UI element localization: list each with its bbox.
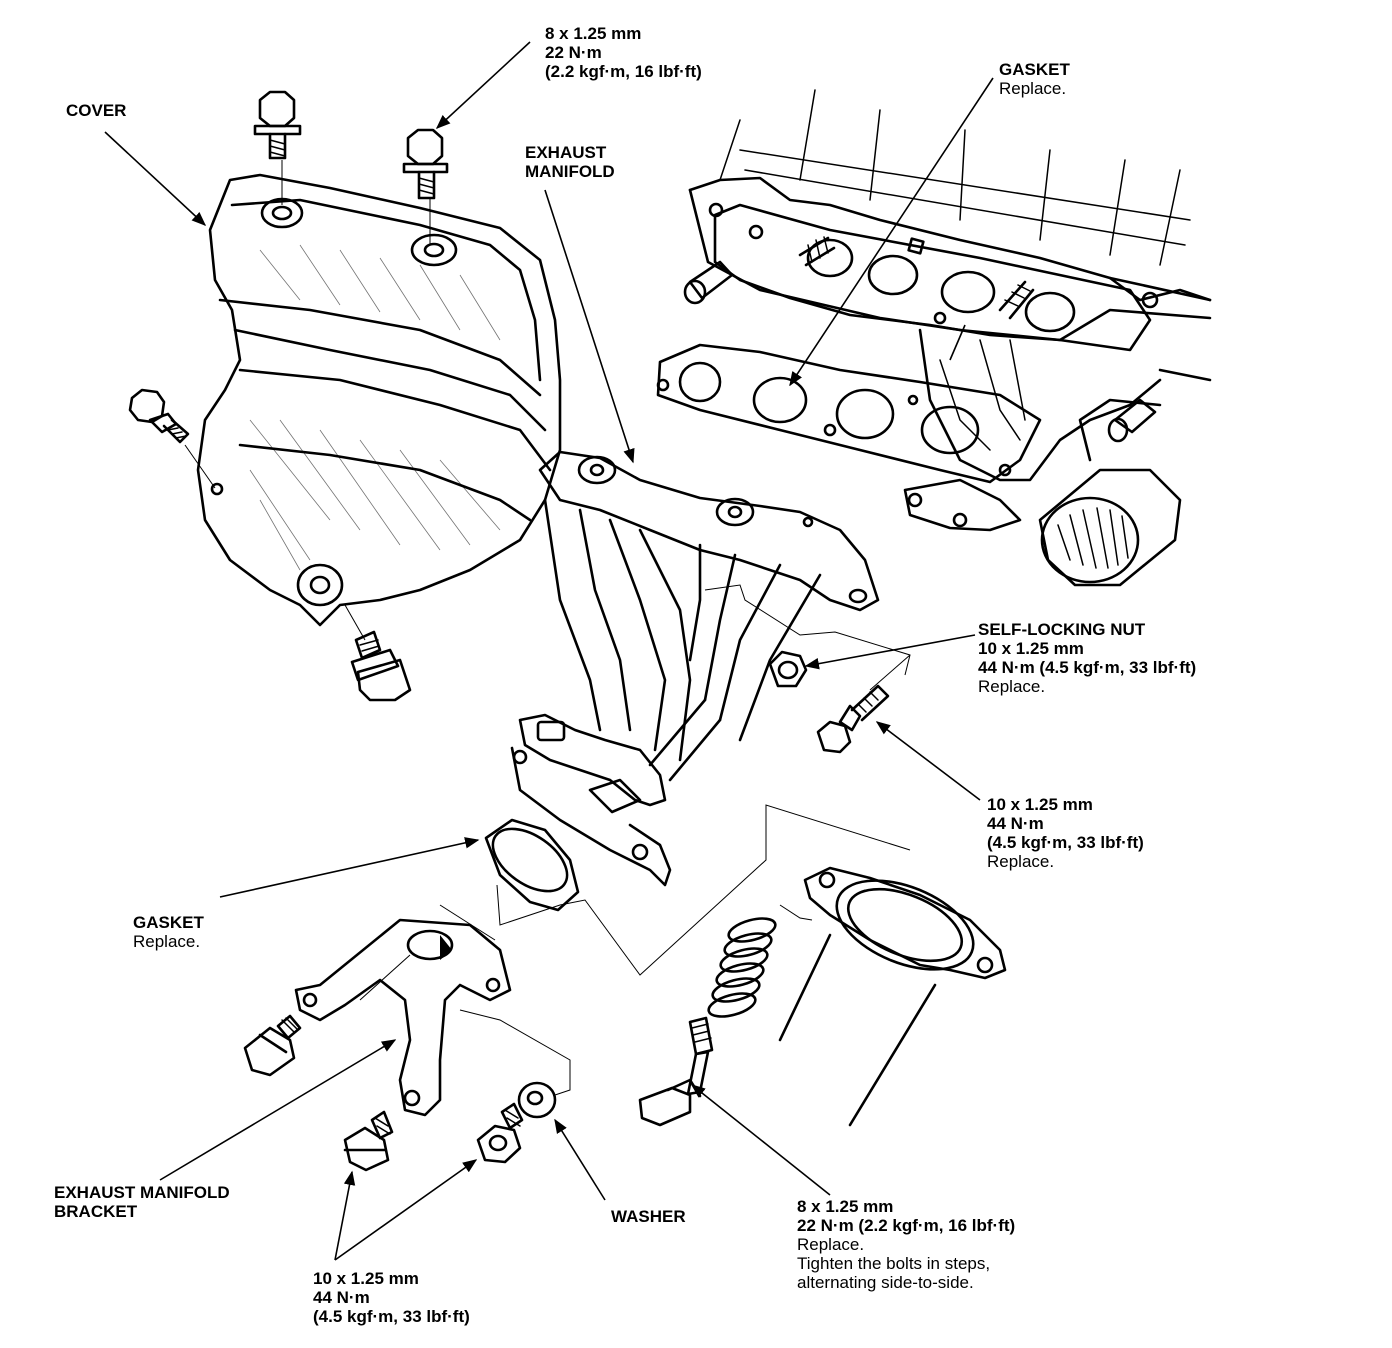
bracket-bolt-2 (343, 1110, 394, 1172)
cover-bolt-4 (350, 630, 412, 702)
washer (517, 1081, 557, 1119)
label-washer-title: WASHER (611, 1207, 686, 1226)
label-gasket-top: GASKET Replace. (999, 60, 1070, 98)
label-self-locking-nut: SELF-LOCKING NUT 10 x 1.25 mm 44 N·m (4.… (978, 620, 1196, 696)
flange-bolt (638, 1016, 714, 1127)
gasket-bottom (484, 818, 580, 912)
label-self-locking-nut-note: Replace. (978, 677, 1046, 696)
label-bracket-bolts: 10 x 1.25 mm 44 N·m (4.5 kgf·m, 33 lbf·f… (313, 1269, 470, 1326)
label-top-bolt-size: 8 x 1.25 mm (545, 24, 642, 43)
label-bracket-bolts-torque-alt: (4.5 kgf·m, 33 lbf·ft) (313, 1307, 470, 1326)
engine-block (683, 89, 1212, 587)
label-flange-bolt: 8 x 1.25 mm 22 N·m (2.2 kgf·m, 16 lbf·ft… (797, 1197, 1015, 1292)
cover-bolt-3 (128, 388, 190, 444)
gasket-top (656, 343, 1042, 484)
self-locking-nut (768, 650, 808, 688)
label-gasket-top-title: GASKET (999, 60, 1070, 79)
label-gasket-top-note: Replace. (999, 79, 1067, 98)
label-right-bolt-size: 10 x 1.25 mm (987, 795, 1093, 814)
label-top-bolt-torque-alt: (2.2 kgf·m, 16 lbf·ft) (545, 62, 702, 81)
label-right-bolt: 10 x 1.25 mm 44 N·m (4.5 kgf·m, 33 lbf·f… (987, 795, 1144, 871)
label-bracket-bolts-size: 10 x 1.25 mm (313, 1269, 419, 1288)
exhaust-manifold-bracket (294, 918, 512, 1117)
label-exhaust-manifold-line1: EXHAUST (525, 143, 607, 162)
label-gasket-bottom-title: GASKET (133, 913, 204, 932)
exhaust-manifold (510, 450, 880, 887)
bracket-bolt-1 (243, 1014, 302, 1077)
label-bracket: EXHAUST MANIFOLD BRACKET (54, 1183, 230, 1221)
label-right-bolt-torque-alt: (4.5 kgf·m, 33 lbf·ft) (987, 833, 1144, 852)
label-self-locking-nut-torque: 44 N·m (4.5 kgf·m, 33 lbf·ft) (978, 658, 1197, 677)
label-gasket-bottom-note: Replace. (133, 932, 201, 951)
cover-bolt-1 (253, 90, 302, 160)
right-bolt (816, 684, 890, 754)
spring (707, 917, 777, 1018)
label-bracket-line1: EXHAUST MANIFOLD (54, 1183, 230, 1202)
label-right-bolt-torque: 44 N·m (987, 814, 1044, 833)
label-top-bolt-torque: 22 N·m (545, 43, 602, 62)
label-flange-bolt-note3: alternating side-to-side. (797, 1273, 974, 1292)
cover-bolt-2 (402, 128, 449, 200)
label-flange-bolt-note1: Replace. (797, 1235, 865, 1254)
label-flange-bolt-note2: Tighten the bolts in steps, (797, 1254, 991, 1273)
label-exhaust-manifold-line2: MANIFOLD (525, 162, 615, 181)
label-top-bolt: 8 x 1.25 mm 22 N·m (2.2 kgf·m, 16 lbf·ft… (545, 24, 702, 81)
label-bracket-bolts-torque: 44 N·m (313, 1288, 370, 1307)
label-right-bolt-note: Replace. (987, 852, 1055, 871)
label-cover: COVER (66, 101, 126, 120)
label-washer: WASHER (611, 1207, 686, 1226)
label-bracket-line2: BRACKET (54, 1202, 138, 1221)
bracket-bolt-3 (476, 1102, 524, 1164)
label-flange-bolt-torque: 22 N·m (2.2 kgf·m, 16 lbf·ft) (797, 1216, 1016, 1235)
label-self-locking-nut-size: 10 x 1.25 mm (978, 639, 1084, 658)
label-flange-bolt-size: 8 x 1.25 mm (797, 1197, 894, 1216)
alignment-lines (184, 160, 911, 1096)
label-self-locking-nut-title: SELF-LOCKING NUT (978, 620, 1146, 639)
label-gasket-bottom: GASKET Replace. (133, 913, 204, 951)
label-cover-title: COVER (66, 101, 127, 120)
leader-lines (104, 41, 994, 1261)
cover-heat-shield (196, 173, 562, 627)
label-exhaust-manifold: EXHAUST MANIFOLD (525, 143, 615, 181)
downpipe-flange (778, 866, 1007, 1127)
